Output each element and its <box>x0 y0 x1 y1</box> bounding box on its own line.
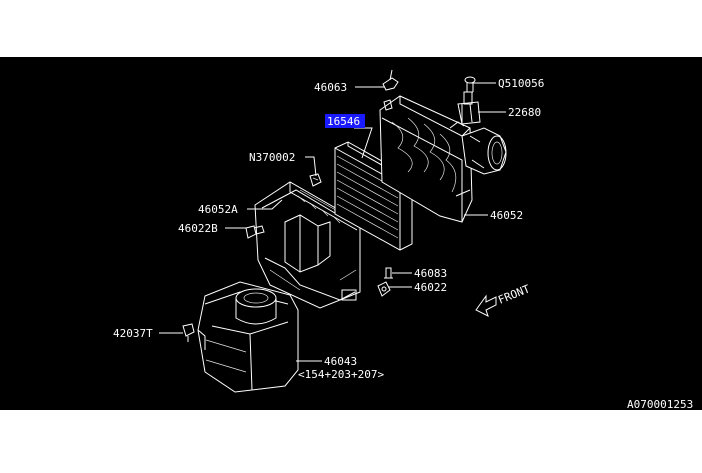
air-cleaner-lower-case <box>254 181 361 309</box>
screw-46022b <box>245 225 265 239</box>
callout-46063: 46063 <box>314 81 347 94</box>
callout-22680: 22680 <box>508 106 541 119</box>
callout-46043-subparts: <154+203+207> <box>298 368 384 381</box>
callout-46043: 46043 <box>324 355 357 368</box>
callout-42037t: 42037T <box>113 327 153 340</box>
air-cleaner-upper-case <box>379 95 473 223</box>
callout-46022: 46022 <box>414 281 447 294</box>
callout-16546: 16546 <box>327 115 360 128</box>
callout-46022b: 46022B <box>178 222 218 235</box>
grommet-n370002 <box>309 173 322 187</box>
nut-46022 <box>377 281 391 297</box>
intake-duct <box>461 127 507 175</box>
resonator-box <box>197 281 299 393</box>
leader-lines <box>159 82 506 362</box>
callout-46052a: 46052A <box>198 203 238 216</box>
bolt-q510056 <box>464 76 476 93</box>
clip-42037t <box>182 323 195 342</box>
callout-46052: 46052 <box>490 209 523 222</box>
callout-16546-highlight <box>325 114 365 128</box>
airflow-sensor <box>457 91 481 125</box>
callout-n370002: N370002 <box>249 151 295 164</box>
callout-q510056: Q510056 <box>498 77 544 90</box>
callout-46083: 46083 <box>414 267 447 280</box>
callout-labels: 46063 Q510056 22680 16546 N370002 46052A… <box>113 77 544 381</box>
clip-46063 <box>382 69 399 91</box>
figure-id: A070001253 <box>627 398 693 411</box>
grommet-46083 <box>384 267 393 279</box>
